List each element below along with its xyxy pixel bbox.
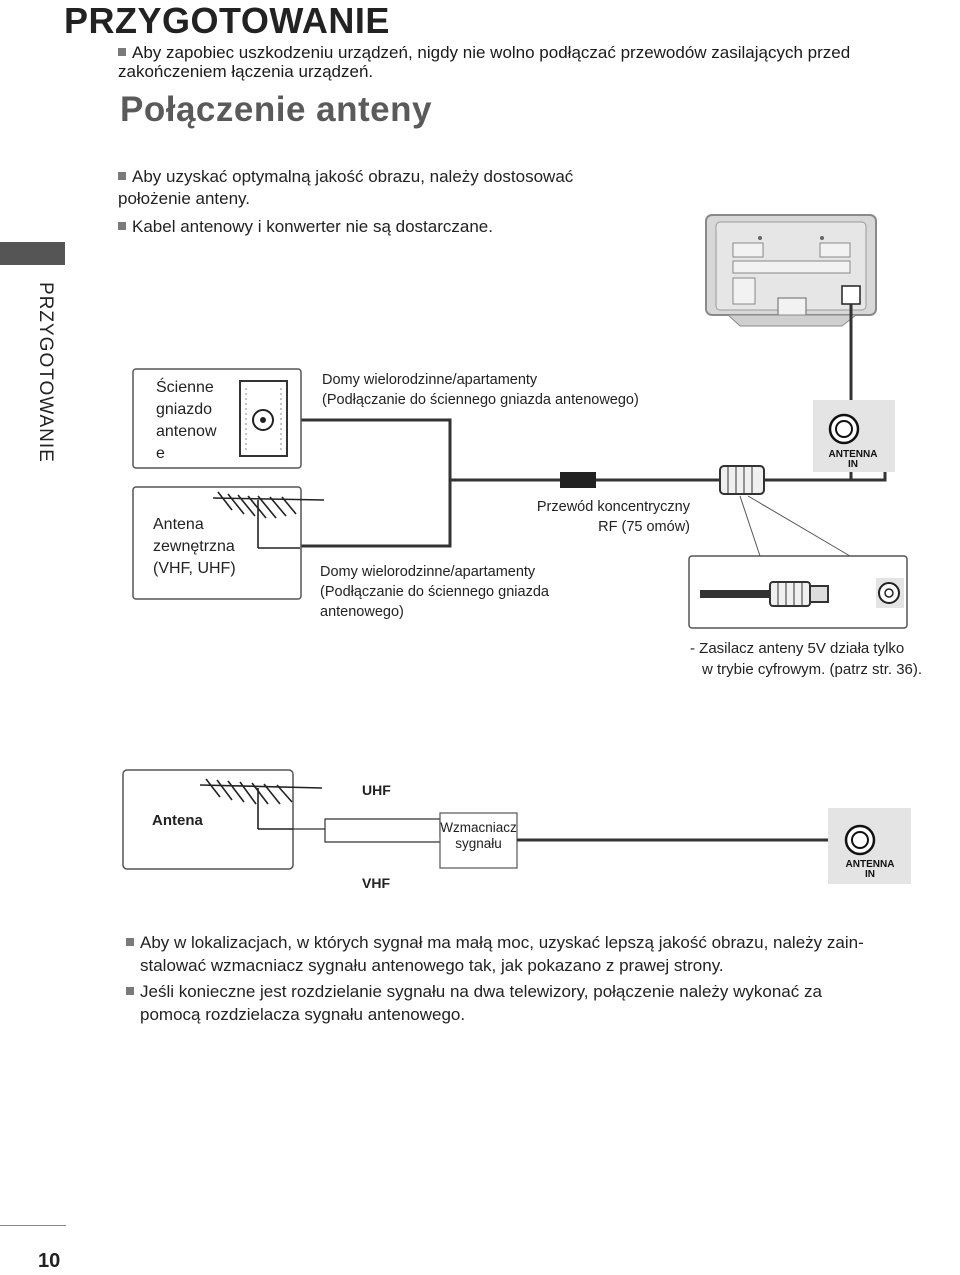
amplifier-diagram <box>122 769 911 884</box>
side-tab-label: PRZYGOTOWANIE <box>35 282 56 463</box>
apartment-bottom-caption: Domy wielorodzinne/apartamenty (Podłącza… <box>320 562 620 622</box>
coax-line: Przewód koncentryczny <box>536 499 690 515</box>
caption-line: Domy wielorodzinne/apartamenty <box>322 372 538 388</box>
wall-socket-line: gniazdo <box>156 401 213 418</box>
note-line: Aby w lokalizacjach, w których sygnał ma… <box>140 933 864 952</box>
bullet-icon <box>118 222 126 230</box>
amplifier-label: Wzmacniacz sygnału <box>440 820 517 852</box>
apartment-wall-caption: Domy wielorodzinne/apartamenty (Podłącza… <box>322 370 702 410</box>
coax-connector-icon <box>719 465 765 495</box>
note-picture-quality: Aby uzyskać optymalną jakość obrazu, nal… <box>118 166 638 210</box>
bullet-icon <box>118 172 126 180</box>
note-line: pomocą rozdzielacza sygnału antenowego. <box>140 1005 466 1024</box>
page-number: 10 <box>38 1250 61 1272</box>
antenna-in-line: ANTENNA <box>828 449 878 460</box>
power-note-line: - Zasilacz anteny 5V działa tylko <box>690 640 905 657</box>
antenna-in-port-icon <box>828 808 911 884</box>
bullet-icon <box>126 938 134 946</box>
section-title: Połączenie anteny <box>120 90 432 129</box>
note-line: stalować wzmacniacz sygnału antenowego t… <box>140 956 724 975</box>
page-title: PRZYGOTOWANIE <box>64 0 390 41</box>
antenna-icon <box>199 778 323 830</box>
note-text: Kabel antenowy i konwerter nie są dostar… <box>132 217 493 236</box>
coax-plug-icon <box>700 581 829 607</box>
antenna-in-line: IN <box>848 459 858 470</box>
caption-line: (Podłączanie do ściennego gniazda <box>320 584 549 600</box>
antenna-in-port-icon <box>813 400 895 472</box>
splitter-note: Jeśli konieczne jest rozdzielanie sygnał… <box>126 980 946 1026</box>
caption-line: (Podłączanie do ściennego gniazda anteno… <box>322 392 639 408</box>
outdoor-antenna-line: (VHF, UHF) <box>153 560 236 577</box>
footer-rule <box>0 1225 66 1226</box>
outdoor-antenna-label: Antena zewnętrzna (VHF, UHF) <box>153 514 263 580</box>
caption-line: antenowego) <box>320 604 404 620</box>
antenna-label: Antena <box>152 812 203 829</box>
wall-socket-line: e <box>156 445 165 462</box>
warning-note: Aby zapobiec uszkodzeniu urządzeń, nigdy… <box>118 43 918 81</box>
coax-cable-label: Przewód koncentryczny RF (75 omów) <box>500 497 690 537</box>
wall-socket-icon <box>239 380 288 457</box>
cable-clip-icon <box>560 472 596 488</box>
warning-text: Aby zapobiec uszkodzeniu urządzeń, nigdy… <box>118 43 851 81</box>
outdoor-antenna-box <box>132 486 302 600</box>
vhf-label: VHF <box>362 875 390 891</box>
power-note-line: w trybie cyfrowym. (patrz str. 36). <box>702 661 923 678</box>
wall-socket-line: antenow <box>156 423 217 440</box>
antenna-connection-diagram <box>132 214 908 629</box>
note-text: Aby uzyskać optymalną jakość obrazu, nal… <box>118 167 574 208</box>
wall-socket-line: Ścienne <box>156 379 214 396</box>
coax-line: RF (75 omów) <box>598 519 690 535</box>
outdoor-antenna-line: zewnętrzna <box>153 538 235 555</box>
outdoor-antenna-icon <box>212 491 325 549</box>
amplifier-line: Wzmacniacz <box>440 820 517 835</box>
caption-line: Domy wielorodzinne/apartamenty <box>320 564 536 580</box>
uhf-label: UHF <box>362 782 391 798</box>
rf-port-icon <box>876 578 904 608</box>
antenna-in-label: ANTENNA IN <box>829 860 911 880</box>
antenna-in-line: IN <box>865 869 875 880</box>
bullet-icon <box>126 987 134 995</box>
antenna-in-line: ANTENNA <box>845 859 895 870</box>
note-cable-not-included: Kabel antenowy i konwerter nie są dostar… <box>118 216 638 238</box>
antenna-in-label: ANTENNA IN <box>816 450 890 470</box>
outdoor-antenna-line: Antena <box>153 516 204 533</box>
amplifier-note: Aby w lokalizacjach, w których sygnał ma… <box>126 931 946 977</box>
amplifier-box <box>439 812 518 869</box>
antenna-box <box>122 769 294 870</box>
wall-socket-label: Ścienne gniazdo antenow e <box>156 377 236 465</box>
bullet-icon <box>118 48 126 56</box>
note-line: Jeśli konieczne jest rozdzielanie sygnał… <box>140 982 822 1001</box>
side-tab-marker <box>0 242 65 265</box>
amplifier-line: sygnału <box>455 836 502 851</box>
power-supply-note: - Zasilacz anteny 5V działa tylko w tryb… <box>690 638 960 680</box>
tv-rear-icon <box>705 214 877 327</box>
